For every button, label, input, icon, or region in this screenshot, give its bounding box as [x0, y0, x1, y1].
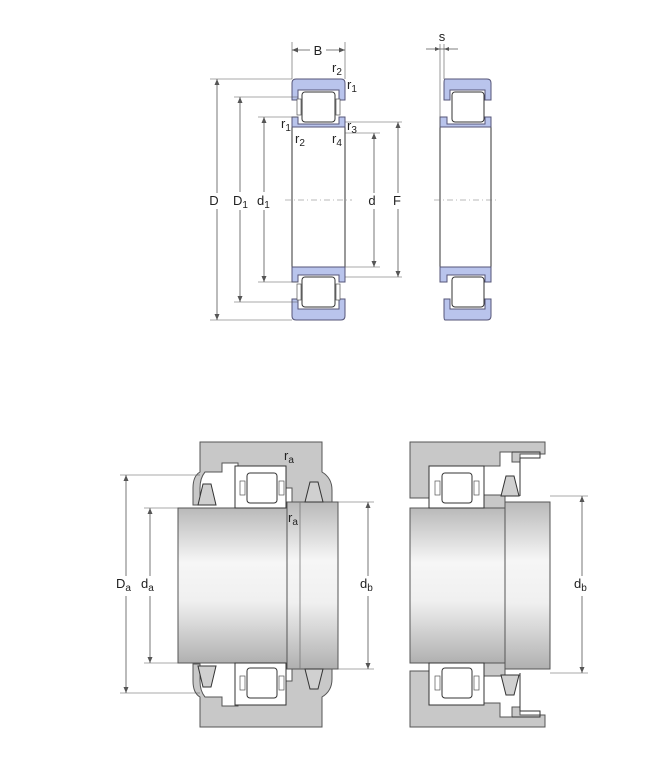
- seal-bottom-right: [304, 668, 324, 690]
- label-db-right: db: [574, 576, 587, 594]
- seal-bottom-right-drawing: [500, 674, 520, 696]
- inner-ring-top-right: [439, 116, 492, 128]
- label-db-left: db: [360, 576, 373, 594]
- roller-bottom-right: [451, 276, 485, 308]
- inner-ring-bottom-right: [439, 266, 492, 283]
- label-B: B: [314, 43, 323, 58]
- label-r2-top: r2: [332, 60, 342, 78]
- inner-ring-bottom: [291, 266, 346, 283]
- label-F: F: [393, 193, 401, 208]
- bearing-section-left: B D D1 d1 d F r: [207, 42, 404, 321]
- shaft-step-right: [504, 501, 551, 670]
- inner-ring-outline: [291, 126, 346, 268]
- outer-ring-top-right: [443, 78, 492, 101]
- housing-bottom-left: [192, 663, 333, 728]
- label-ra-bottom: ra: [288, 510, 298, 528]
- label-D1: D1: [233, 193, 248, 211]
- label-D: D: [209, 193, 218, 208]
- label-ra-top: ra: [284, 448, 294, 466]
- outer-ring-bottom-right: [443, 298, 492, 321]
- roller-mount-top-left: [246, 472, 278, 504]
- cage-bottom-left: [296, 283, 302, 301]
- label-s: s: [439, 29, 446, 44]
- mounting-drawing-left: Da da db ra ra: [114, 441, 380, 728]
- label-r2-bottom: r2: [295, 131, 305, 149]
- label-r1-left: r1: [281, 116, 291, 134]
- roller-bottom: [301, 276, 336, 308]
- mounting-drawing-right: db: [409, 441, 594, 728]
- roller-top: [301, 91, 336, 123]
- seal-top-right-drawing: [500, 475, 520, 497]
- roller-top-right: [451, 91, 485, 123]
- label-r4: r4: [332, 131, 342, 149]
- label-r1-top: r1: [347, 77, 357, 95]
- cage-top-left: [296, 98, 302, 116]
- bearing-section-right: s: [426, 29, 497, 321]
- label-Da: Da: [116, 576, 131, 594]
- housing-top-left: [192, 441, 333, 506]
- label-r3: r3: [347, 118, 357, 136]
- label-da: da: [141, 576, 154, 594]
- cage-top-right: [335, 98, 341, 116]
- shaft-step-left: [286, 501, 339, 670]
- seal-top-right: [304, 481, 324, 503]
- label-d1: d1: [257, 193, 270, 211]
- label-d: d: [368, 193, 375, 208]
- inner-ring-top: [291, 116, 346, 128]
- seal-top-left: [197, 483, 217, 506]
- inner-ring-outline-right: [439, 126, 492, 268]
- outer-ring-bottom: [291, 298, 346, 321]
- seal-bottom-left: [197, 665, 217, 688]
- roller-mount-bottom-left: [246, 667, 278, 699]
- cage-bottom-right: [335, 283, 341, 301]
- outer-ring-top: [291, 78, 346, 101]
